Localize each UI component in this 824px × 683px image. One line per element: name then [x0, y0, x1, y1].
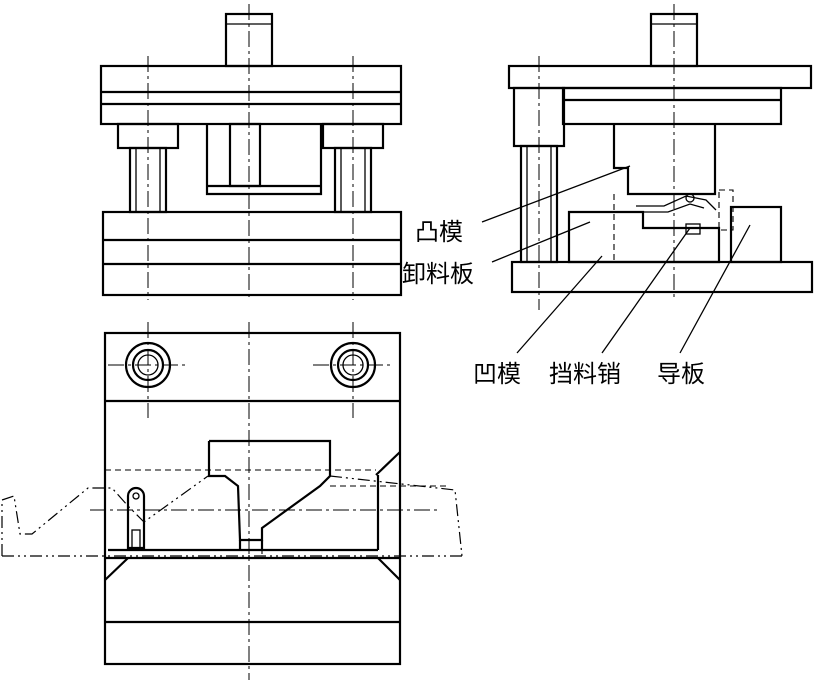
plan-guide-plates: [104, 451, 401, 581]
side-lower-plate: [510, 260, 814, 294]
label-punch: 凸模: [415, 218, 463, 246]
front-upper-plates: [99, 64, 403, 126]
side-punch: [612, 124, 717, 196]
plan-stop-pin: [126, 486, 146, 550]
side-stop-pin: [636, 193, 717, 235]
front-lower-plates: [101, 210, 403, 297]
plan-strip-stock: [1, 469, 463, 557]
leader-die: [516, 255, 603, 354]
leader-punch: [481, 165, 631, 223]
leader-lines: [481, 165, 751, 354]
label-stop-pin: 挡料销: [549, 360, 621, 388]
plan-die-plate: [103, 331, 402, 666]
plan-die-opening: [207, 439, 332, 550]
leader-stop-pin: [601, 227, 691, 354]
leader-guide-plate: [679, 224, 751, 354]
plan-view: [1, 322, 463, 680]
label-die: 凹模: [473, 360, 521, 388]
label-guide-plate: 导板: [657, 360, 705, 388]
side-view: [507, 4, 814, 310]
front-punch-holder: [205, 122, 323, 196]
label-stripper: 卸料板: [402, 260, 474, 288]
front-view: [99, 4, 403, 300]
leader-stripper: [491, 221, 591, 263]
side-upper-plates: [507, 64, 813, 126]
side-stripper-plate: [567, 210, 721, 264]
